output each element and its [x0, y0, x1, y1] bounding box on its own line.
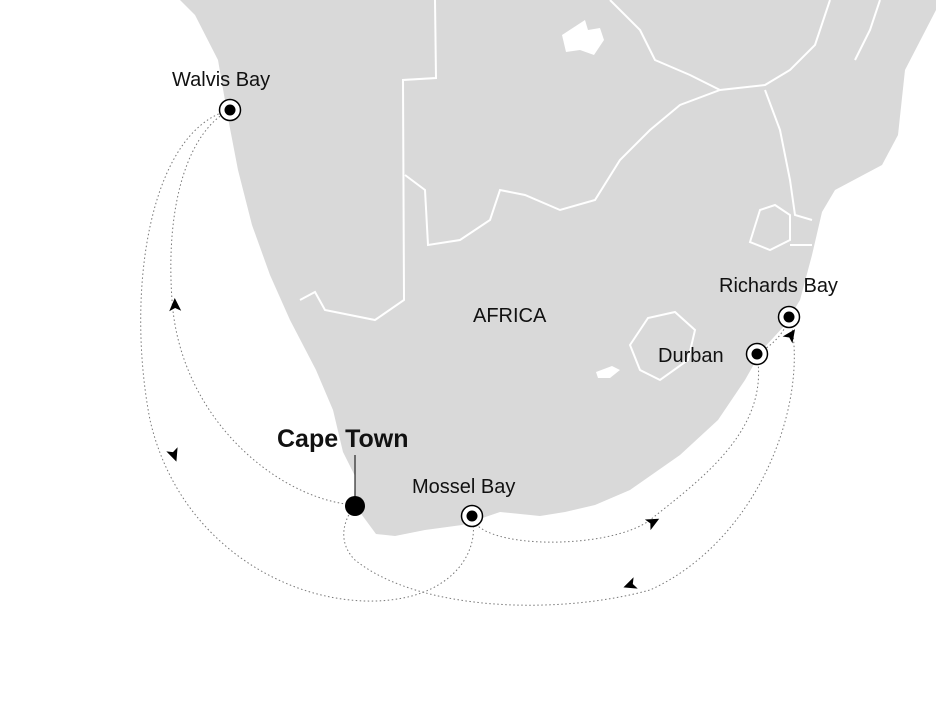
home-port-label[interactable]: Cape Town — [277, 425, 409, 453]
direction-arrows — [166, 298, 796, 589]
lake — [562, 20, 604, 55]
port-marker-durban[interactable] — [745, 342, 769, 366]
port-label-walvis-bay[interactable]: Walvis Bay — [172, 69, 271, 91]
arrowhead-icon — [782, 329, 796, 344]
lake — [596, 366, 620, 378]
arrowhead-icon — [644, 518, 660, 531]
port-marker-richards-bay[interactable] — [777, 305, 801, 329]
port-marker-walvis-bay[interactable] — [218, 98, 242, 122]
arrowhead-icon — [166, 447, 178, 462]
port-label-durban[interactable]: Durban — [658, 345, 724, 367]
arrowhead-icon — [169, 298, 182, 312]
arrowhead-icon — [623, 577, 638, 589]
filled-dot-icon — [345, 496, 365, 516]
port-marker-home[interactable] — [345, 496, 365, 516]
marker-center — [783, 311, 795, 323]
marker-center — [466, 510, 478, 522]
port-label-richards-bay[interactable]: Richards Bay — [719, 275, 838, 297]
africa-landmass — [180, 0, 936, 536]
country-borders — [299, 0, 881, 382]
port-marker-mossel-bay[interactable] — [460, 504, 484, 528]
port-label-mossel-bay[interactable]: Mossel Bay — [412, 476, 516, 498]
region-label: AFRICA — [473, 305, 547, 327]
marker-center — [224, 104, 236, 116]
marker-center — [751, 348, 763, 360]
